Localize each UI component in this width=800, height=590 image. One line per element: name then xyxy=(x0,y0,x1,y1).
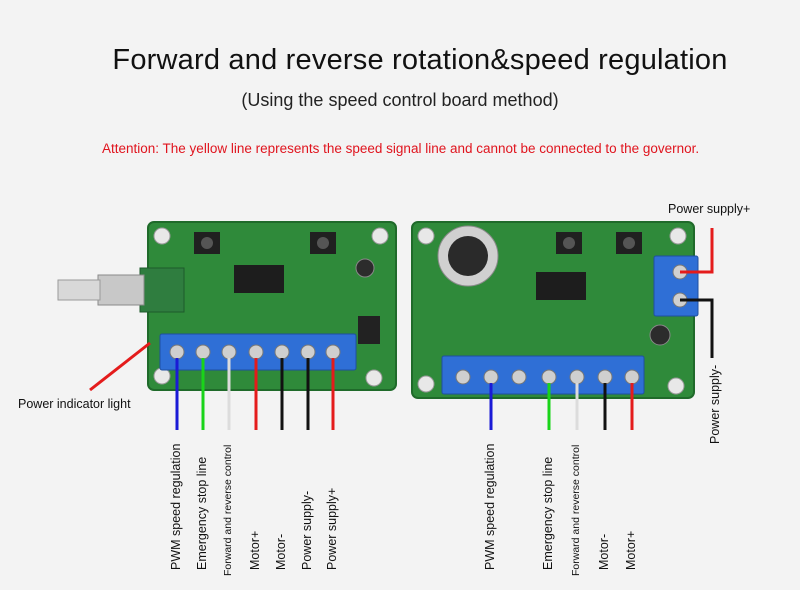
terminal-screw xyxy=(248,344,264,360)
terminal-screw xyxy=(483,369,499,385)
left-wire-label-5: Power supply- xyxy=(300,490,314,570)
left-wire-label-1: Emergency stop line xyxy=(195,456,209,570)
terminal-screw xyxy=(195,344,211,360)
left-wire-label-4: Motor- xyxy=(274,533,288,570)
right-wire-label-2: Forward and reverse control xyxy=(570,444,582,576)
right-terminal-screws xyxy=(455,369,640,385)
power-indicator-label: Power indicator light xyxy=(18,397,131,411)
terminal-screw xyxy=(569,369,585,385)
terminal-screw xyxy=(597,369,613,385)
page-subtitle: (Using the speed control board method) xyxy=(241,90,559,110)
right-wires xyxy=(489,383,634,430)
right-wire-label-0: PWM speed regulation xyxy=(483,443,497,570)
power-supply-minus-label: Power supply- xyxy=(708,364,722,444)
power-plus-wire xyxy=(680,228,714,274)
terminal-screw xyxy=(541,369,557,385)
terminal-screw xyxy=(455,369,471,385)
left-wire-label-6: Power supply+ xyxy=(325,487,339,570)
right-wire-label-4: Motor+ xyxy=(624,530,638,570)
left-wire-label-0: PWM speed regulation xyxy=(169,443,183,570)
terminal-screw xyxy=(300,344,316,360)
left-wire-label-3: Motor+ xyxy=(248,530,262,570)
right-wire-label-3: Motor- xyxy=(597,533,611,570)
terminal-screw xyxy=(624,369,640,385)
terminal-screw xyxy=(511,369,527,385)
left-wire-label-2: Forward and reverse control xyxy=(222,444,234,576)
left-wires xyxy=(175,358,335,430)
terminal-screw xyxy=(325,344,341,360)
power-minus-wire xyxy=(680,298,714,358)
page-title: Forward and reverse rotation&speed regul… xyxy=(112,44,728,76)
right-board xyxy=(411,221,699,399)
attention-note: Attention: The yellow line represents th… xyxy=(102,141,700,156)
terminal-screw xyxy=(221,344,237,360)
right-wire-label-1: Emergency stop line xyxy=(541,456,555,570)
terminal-screw xyxy=(169,344,185,360)
left-board xyxy=(57,221,397,391)
terminal-screw xyxy=(274,344,290,360)
power-supply-plus-label: Power supply+ xyxy=(668,202,751,216)
power-indicator-pointer xyxy=(89,341,151,392)
